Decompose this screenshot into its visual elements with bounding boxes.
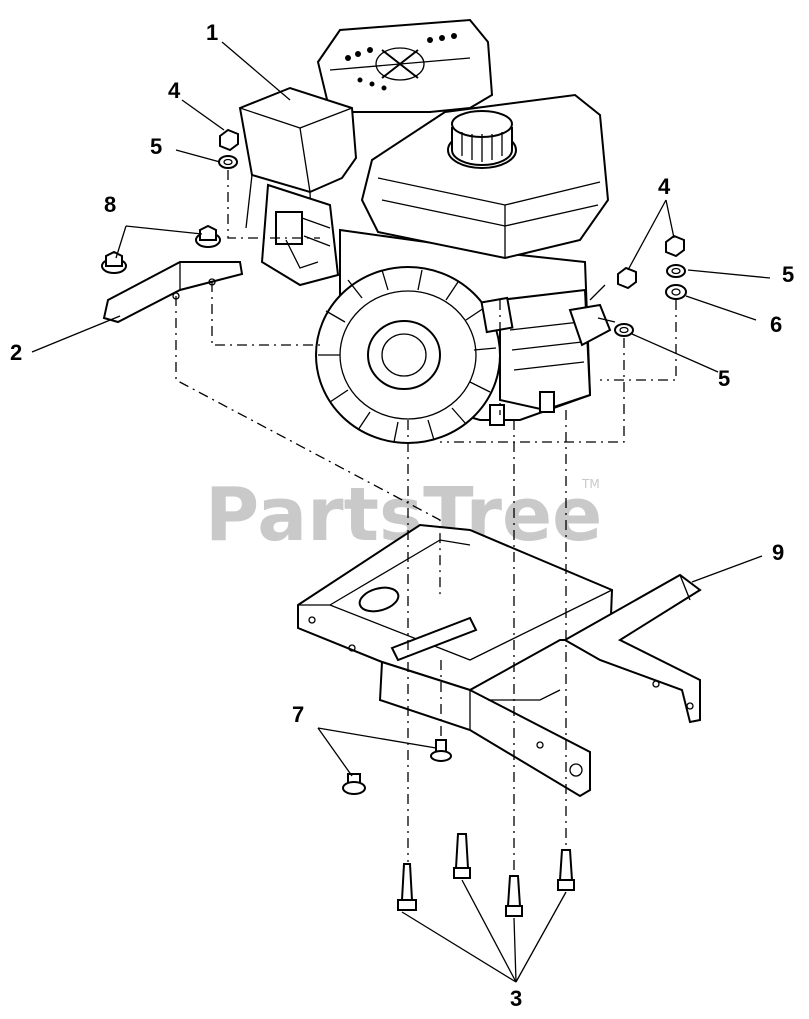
carriage-screw-right (430, 739, 452, 762)
callout-5-right-top: 5 (782, 262, 794, 287)
callout-4-left: 4 (168, 78, 181, 103)
leader-lines (31, 41, 771, 983)
engine-bracket (102, 261, 244, 324)
callout-3: 3 (510, 986, 522, 1011)
lock-washer-left (218, 155, 238, 169)
carriage-screw-left (342, 773, 366, 795)
callout-2: 2 (10, 340, 22, 365)
hex-nut-right-lower (617, 266, 637, 290)
flange-nut-upper (195, 224, 221, 248)
lock-washer-right-bottom (614, 323, 634, 337)
callout-1: 1 (206, 20, 218, 45)
watermark-trademark: TM (581, 477, 600, 491)
callout-8: 8 (104, 192, 116, 217)
engine-brand-logo (375, 47, 425, 81)
bolt-1 (397, 863, 417, 911)
assembly-lines (175, 170, 677, 874)
flat-washer (665, 284, 687, 300)
lock-washer-right-top (666, 264, 686, 278)
bolt-2 (453, 833, 471, 879)
callout-9: 9 (772, 540, 784, 565)
callout-5-right-bottom: 5 (718, 366, 730, 391)
callout-6: 6 (770, 312, 782, 337)
hex-nut-left (219, 128, 239, 152)
bolt-3 (505, 875, 523, 917)
hex-nut-right-top (665, 234, 685, 258)
callout-7: 7 (292, 702, 304, 727)
frame (297, 523, 702, 798)
flange-nut-lower (101, 250, 127, 274)
bolt-4 (557, 849, 575, 891)
engine (238, 18, 616, 444)
callout-4-right: 4 (658, 174, 671, 199)
callout-5-left: 5 (150, 134, 162, 159)
